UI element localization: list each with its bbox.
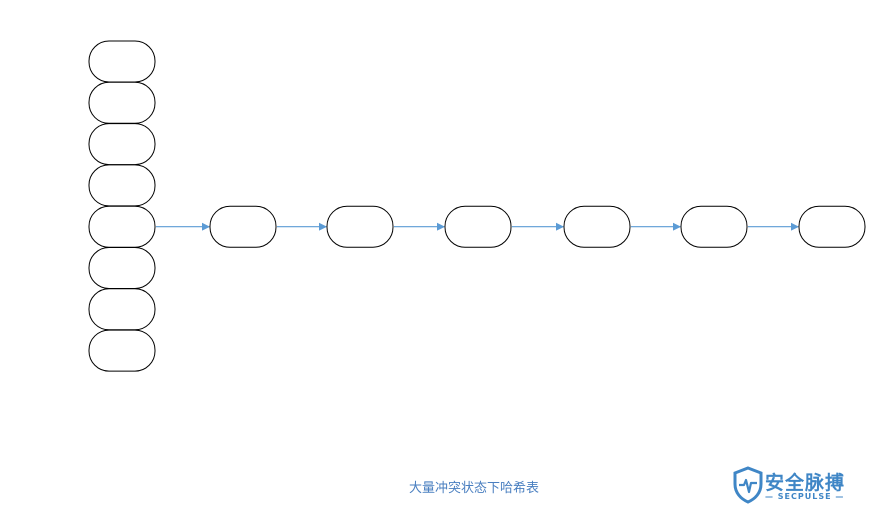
watermark-brand: 安全脉搏 [765, 472, 846, 494]
bucket-node [88, 123, 156, 166]
bucket-node [88, 205, 156, 248]
bucket-node [88, 40, 156, 83]
chain-node [563, 205, 631, 248]
shield-pulse-icon [733, 466, 763, 504]
bucket-node [88, 247, 156, 289]
bucket-array [88, 40, 156, 372]
chain-node [444, 205, 512, 248]
bucket-node [88, 288, 156, 331]
collision-chain [156, 205, 866, 248]
chain-node [798, 205, 866, 248]
diagram-caption: 大量冲突状态下哈希表 [408, 481, 539, 496]
watermark-logo: 安全脉搏 — SECPULSE — [733, 466, 873, 506]
chain-node [680, 205, 748, 248]
bucket-node [88, 81, 156, 124]
bucket-node [88, 164, 156, 207]
bucket-node [88, 329, 156, 372]
chain-node [326, 205, 394, 248]
watermark-subtitle: — SECPULSE — [765, 492, 845, 501]
chain-node [209, 205, 277, 248]
